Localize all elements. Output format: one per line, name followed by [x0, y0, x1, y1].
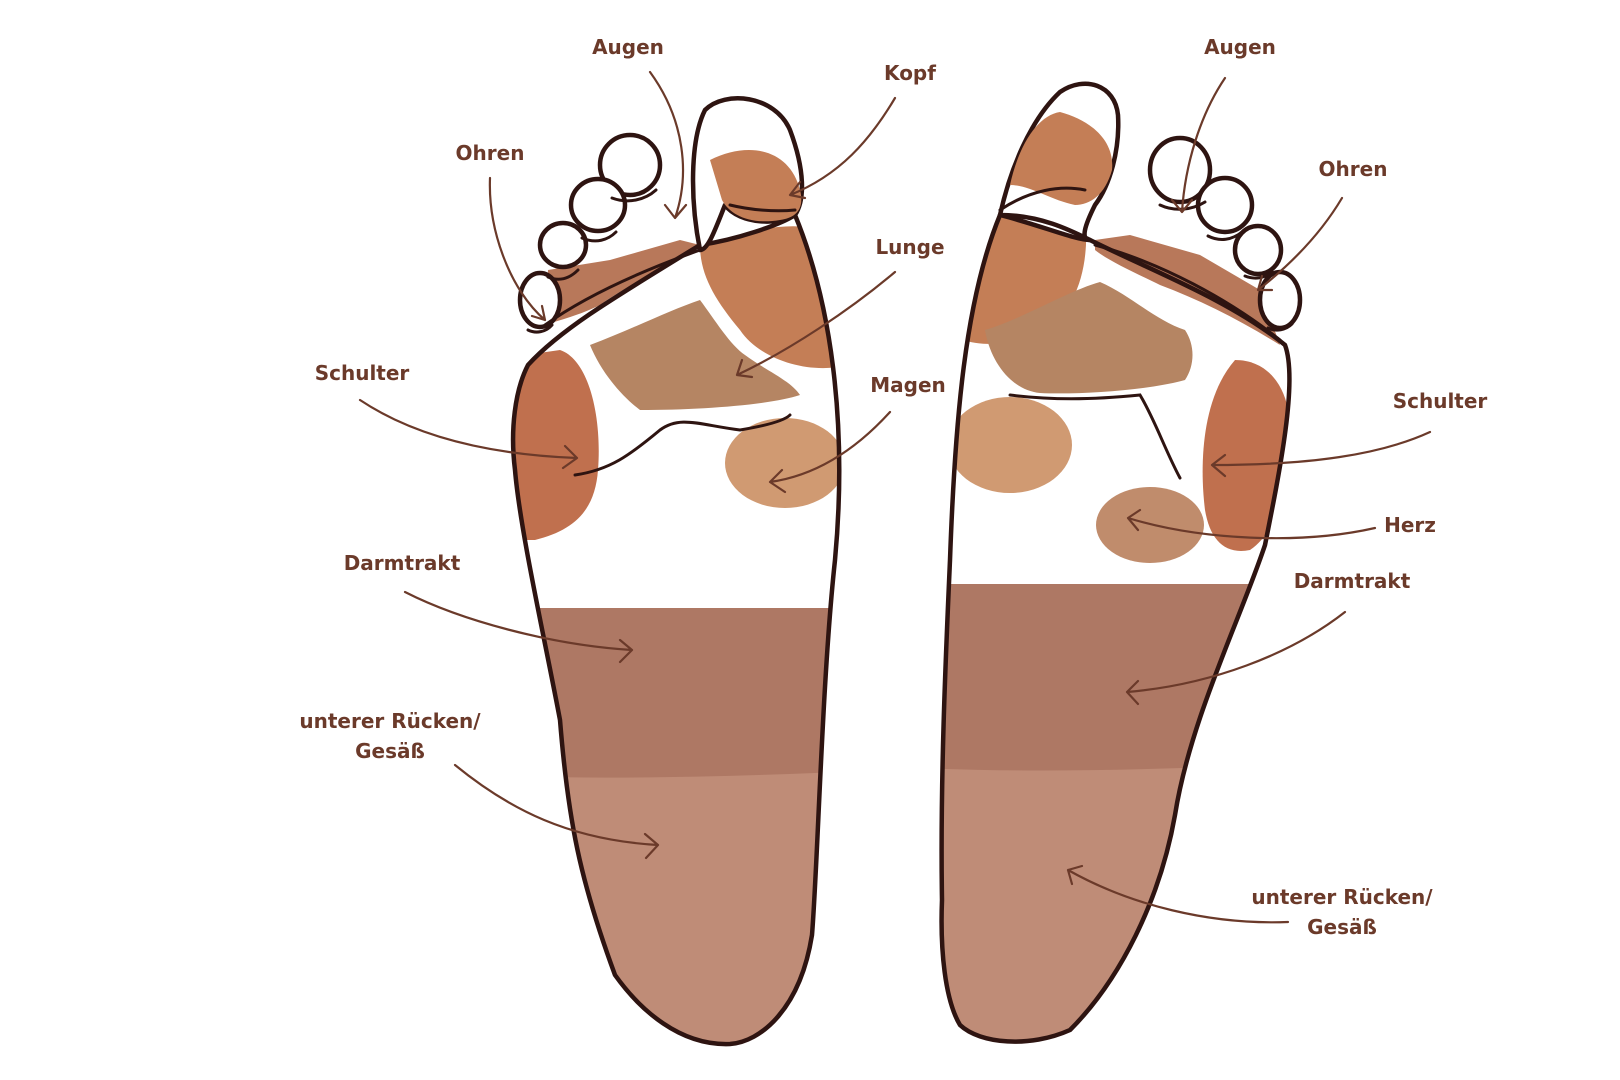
label-left-darmtrakt: Darmtrakt: [344, 551, 461, 575]
left-zone-magen: [725, 418, 840, 508]
left-big-toe-crease: [728, 203, 797, 213]
label-right-schulter: Schulter: [1393, 389, 1488, 413]
arrow-right-unterer-ruecken: [1066, 864, 1290, 924]
right-zone-magen: [948, 397, 1072, 493]
arrow-right-darmtrakt: [1125, 610, 1347, 706]
arrow-left-lunge: [735, 270, 897, 379]
right-toe-divider: [1093, 243, 1282, 342]
right-foot-outline: [939, 212, 1292, 1044]
left-foot: [510, 96, 842, 1047]
right-foot: [939, 81, 1303, 1044]
arrow-left-schulter: [358, 398, 579, 470]
label-left-unterer-ruecken-1: unterer Rücken/: [299, 709, 481, 733]
label-left-schulter: Schulter: [315, 361, 410, 385]
arrow-left-darmtrakt: [403, 590, 634, 664]
label-right-ohren: Ohren: [1319, 157, 1388, 181]
label-left-lunge: Lunge: [875, 235, 944, 259]
right-zone-schulter: [1202, 360, 1290, 551]
label-right-unterer-ruecken-2: Gesäß: [1307, 915, 1377, 939]
left-toe-creases: [526, 188, 658, 334]
right-big-toe-kopf-zone: [1010, 112, 1113, 205]
left-toe-2: [597, 132, 663, 198]
arrow-left-ohren: [488, 176, 547, 322]
label-left-augen: Augen: [592, 35, 664, 59]
arrow-left-unterer-ruecken: [453, 763, 660, 860]
arrow-right-herz: [1126, 508, 1377, 540]
right-sole-crease: [1008, 393, 1182, 480]
right-big-toe-crease: [998, 186, 1087, 212]
label-left-kopf: Kopf: [884, 61, 936, 85]
arrow-left-augen: [648, 70, 688, 220]
right-toe-2: [1147, 135, 1213, 205]
left-zone-lunge: [590, 300, 800, 410]
arrow-right-augen: [1170, 76, 1227, 214]
label-left-ohren: Ohren: [456, 141, 525, 165]
right-labels: Augen Ohren Schulter Herz Darmtrakt unte…: [1066, 35, 1488, 939]
left-big-toe-kopf-zone: [710, 150, 802, 222]
arrow-right-ohren: [1256, 196, 1344, 292]
label-right-augen: Augen: [1204, 35, 1276, 59]
left-zone-schulter: [513, 350, 599, 540]
right-toe-5: [1257, 269, 1303, 331]
label-right-darmtrakt: Darmtrakt: [1294, 569, 1411, 593]
right-toe-4: [1232, 223, 1284, 277]
label-right-herz: Herz: [1384, 513, 1436, 537]
arrow-left-kopf: [788, 96, 897, 200]
left-sole-crease: [573, 413, 792, 477]
label-left-unterer-ruecken-2: Gesäß: [355, 739, 425, 763]
left-foot-outline: [510, 212, 842, 1047]
arrow-left-magen: [768, 410, 892, 494]
left-toe-3: [568, 176, 628, 234]
left-toe-4: [537, 220, 589, 270]
label-right-unterer-ruecken-1: unterer Rücken/: [1251, 885, 1433, 909]
left-labels: Augen Ohren Kopf Lunge Schulter Magen Da…: [299, 35, 946, 860]
left-toe-5: [517, 270, 563, 330]
right-zone-unterer-ruecken: [941, 762, 1290, 1042]
right-toe-3: [1195, 175, 1255, 235]
right-zone-darmtrakt: [941, 584, 1290, 774]
right-zone-lunge: [985, 282, 1193, 394]
label-left-magen: Magen: [870, 373, 946, 397]
left-toe-divider: [543, 248, 702, 327]
left-zone-darmtrakt: [513, 608, 840, 780]
arrow-right-schulter: [1210, 430, 1432, 478]
